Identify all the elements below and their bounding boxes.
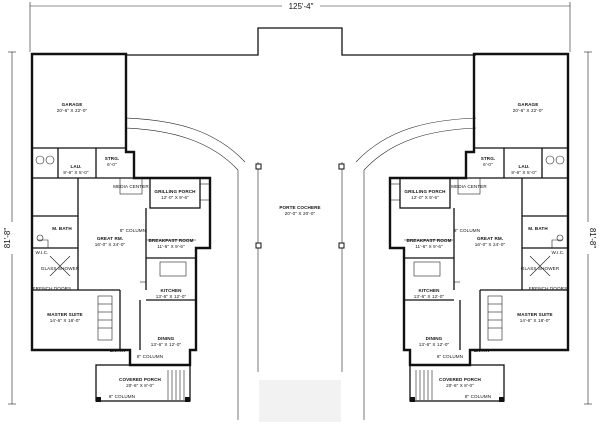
left-dining-name: DINING <box>158 336 175 341</box>
right-media-center: MEDIA CENTER <box>451 184 487 189</box>
overall-depth-left-label: 81'-8" <box>3 228 12 249</box>
right-garage-size: 20'-6" X 22'-0" <box>513 108 544 113</box>
left-breakfast-room-name: BREAKFAST ROOM <box>148 238 193 243</box>
overall-width-label: 125'-4" <box>289 2 314 11</box>
unit-left-labels: GARAGE 20'-6" X 22'-0" STRG. 6'-0" LAU. … <box>33 102 196 399</box>
left-kitchen-name: KITCHEN <box>160 288 182 293</box>
overall-depth-right-label: 81'-8" <box>588 228 597 249</box>
right-great-room-size: 16'-0" X 24'-0" <box>475 242 506 247</box>
left-entry: ENTRY <box>110 348 126 353</box>
right-column-note-3: 8" COLUMN <box>465 394 491 399</box>
left-wic: W.I.C. <box>35 250 48 255</box>
right-kitchen-size: 13'-6" X 12'-0" <box>414 294 445 299</box>
right-breakfast-room-size: 11'-6" X 9'-6" <box>415 244 443 249</box>
left-french-doors: FRENCH DOORS <box>33 286 71 291</box>
right-entry: ENTRY <box>474 348 490 353</box>
porte-cochere-label: PORTE COCHERE 20'-0" X 20'-0" <box>279 205 320 216</box>
right-grilling-porch-name: GRILLING PORCH <box>404 189 446 194</box>
left-kitchen-size: 13'-6" X 12'-0" <box>156 294 187 299</box>
right-storage-size: 6'-0" <box>483 162 493 167</box>
right-glass-shower: GLASS SHOWER <box>521 266 560 271</box>
right-great-room-name: GREAT RM. <box>477 236 503 241</box>
left-storage-name: STRG. <box>105 156 120 161</box>
unit-right <box>388 52 570 402</box>
right-wic: W.I.C. <box>551 250 564 255</box>
unit-right-labels: GARAGE 20'-6" X 22'-0" STRG. 6'-0" LAU. … <box>404 102 567 399</box>
left-column-note-3: 8" COLUMN <box>109 394 135 399</box>
left-master-suite-name: MASTER SUITE <box>47 312 82 317</box>
left-column-note-2: 8" COLUMN <box>137 354 163 359</box>
left-covered-porch-size: 20'-6" X 8'-0" <box>126 383 154 388</box>
left-master-bath: M. BATH <box>52 226 72 231</box>
left-glass-shower: GLASS SHOWER <box>41 266 80 271</box>
dimension-lines <box>8 2 592 405</box>
right-breakfast-room-name: BREAKFAST ROOM <box>406 238 451 243</box>
right-covered-porch-name: COVERED PORCH <box>439 377 481 382</box>
right-garage-name: GARAGE <box>518 102 539 107</box>
right-master-suite-name: MASTER SUITE <box>517 312 552 317</box>
right-dining-size: 13'-6" X 12'-0" <box>419 342 450 347</box>
right-master-bath: M. BATH <box>528 226 548 231</box>
driveway <box>124 27 477 422</box>
left-master-suite-size: 14'-6" X 18'-0" <box>50 318 81 323</box>
left-great-room-size: 16'-0" X 24'-0" <box>95 242 126 247</box>
porte-cochere-name: PORTE COCHERE <box>279 205 320 210</box>
left-media-center: MEDIA CENTER <box>113 184 149 189</box>
unit-left <box>30 52 212 402</box>
right-french-doors: FRENCH DOORS <box>529 286 567 291</box>
right-laundry-name: LAU. <box>518 164 529 169</box>
right-master-suite-size: 14'-6" X 18'-0" <box>520 318 551 323</box>
right-storage-name: STRG. <box>481 156 496 161</box>
left-breakfast-room-size: 11'-6" X 9'-6" <box>157 244 185 249</box>
right-laundry-size: 8'-6" X 5'-0" <box>511 170 536 175</box>
right-dining-name: DINING <box>426 336 443 341</box>
right-covered-porch-size: 20'-6" X 8'-0" <box>446 383 474 388</box>
right-kitchen-name: KITCHEN <box>418 288 440 293</box>
right-column-note-2: 8" COLUMN <box>437 354 463 359</box>
porte-cochere-size: 20'-0" X 20'-0" <box>285 211 316 216</box>
left-laundry-name: LAU. <box>70 164 81 169</box>
left-garage-name: GARAGE <box>62 102 83 107</box>
left-garage-size: 20'-6" X 22'-0" <box>57 108 88 113</box>
left-grilling-porch-name: GRILLING PORCH <box>154 189 196 194</box>
right-grilling-porch-size: 12'-0" X 9'-6" <box>411 195 439 200</box>
left-laundry-size: 8'-6" X 5'-0" <box>63 170 88 175</box>
left-storage-size: 6'-0" <box>107 162 117 167</box>
left-covered-porch-name: COVERED PORCH <box>119 377 161 382</box>
left-dining-size: 13'-6" X 12'-0" <box>151 342 182 347</box>
right-column-note-1: 8" COLUMN <box>454 228 480 233</box>
left-grilling-porch-size: 12'-0" X 9'-6" <box>161 195 189 200</box>
left-column-note-1: 8" COLUMN <box>120 228 146 233</box>
left-great-room-name: GREAT RM. <box>97 236 123 241</box>
